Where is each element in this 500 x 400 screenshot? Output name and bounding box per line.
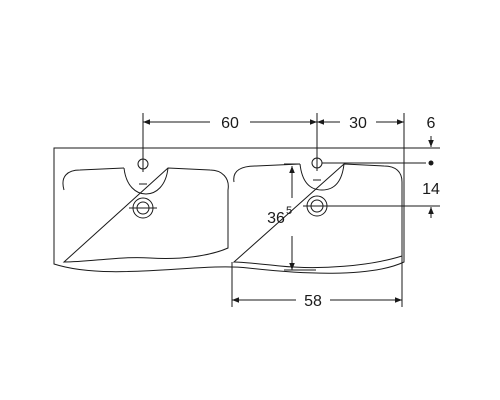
dim-label-14: 14 (422, 181, 440, 198)
left-bowl (62, 167, 229, 263)
dim-label-58: 58 (304, 293, 322, 310)
right-bowl (232, 163, 403, 269)
left-tap-cutout (123, 167, 169, 195)
reference-dot (428, 160, 434, 166)
basin-outline (53, 147, 405, 274)
dim-label-60: 60 (221, 115, 239, 132)
dim-label-30: 30 (349, 115, 367, 132)
dim-label-36-sup: 5 (286, 205, 292, 217)
right-tap-cutout (299, 163, 345, 191)
dim-label-36: 36 (267, 210, 285, 227)
dim-label-6: 6 (427, 115, 436, 132)
